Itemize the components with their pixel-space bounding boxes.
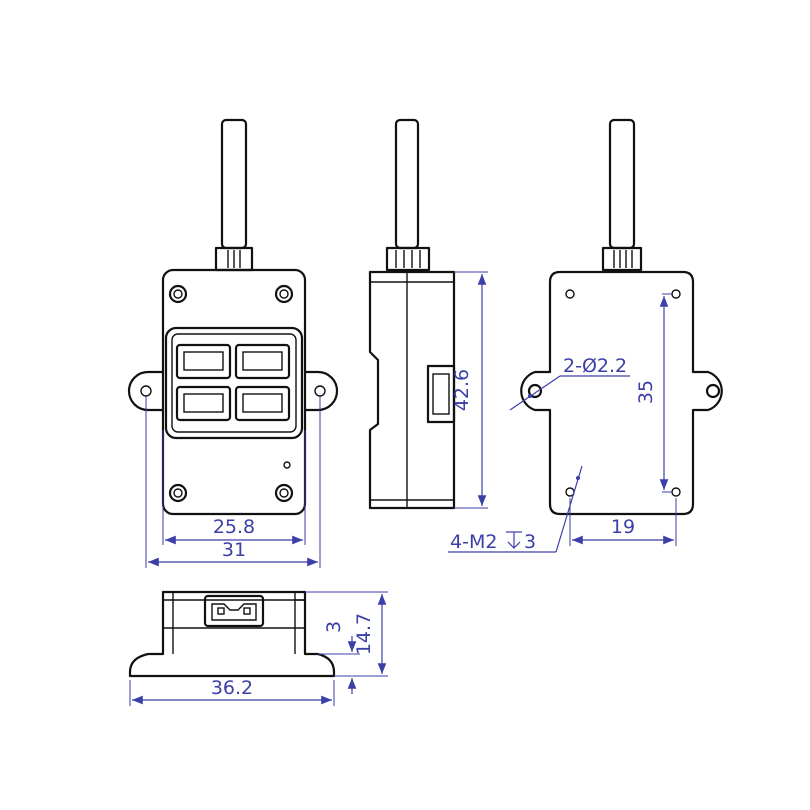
dim-hole-spacing-horizontal-label: 19 xyxy=(611,516,635,538)
side-body xyxy=(368,270,456,510)
front-connectors xyxy=(175,343,291,422)
dim-bottom-flange-height: 3 xyxy=(318,621,360,694)
dim-hole-spacing-vertical-label: 35 xyxy=(635,380,657,404)
dim-bottom-width: 36.2 xyxy=(129,677,335,706)
dim-inner-width-label: 25.8 xyxy=(213,516,255,538)
dim-overall-width-label: 31 xyxy=(222,539,246,561)
front-led-indicator xyxy=(283,461,291,469)
bottom-connector xyxy=(203,594,265,628)
front-left-ear-hole xyxy=(140,385,152,397)
dim-overall-width: 31 xyxy=(145,396,321,568)
callout-thread: 4-M2 3 xyxy=(448,465,583,553)
dim-inner-width: 25.8 xyxy=(162,430,306,545)
dim-hole-spacing-horizontal: 19 xyxy=(569,498,677,546)
back-cable xyxy=(601,118,643,272)
dim-bottom-total-height: 14.7 xyxy=(305,591,388,677)
callout-hole-diameter: 2-Ø2.2 xyxy=(509,355,630,411)
dim-hole-spacing-vertical: 35 xyxy=(635,293,672,493)
dim-side-height: 42.6 xyxy=(451,271,488,509)
dim-bottom-flange-height-label: 3 xyxy=(323,621,345,633)
front-body xyxy=(161,268,307,516)
front-view: 25.8 31 xyxy=(127,118,339,568)
front-screws xyxy=(168,284,294,503)
back-view: 2-Ø2.2 35 19 4-M2 3 xyxy=(448,118,723,553)
dim-side-height-label: 42.6 xyxy=(451,369,473,411)
bottom-view: 36.2 14.7 3 xyxy=(128,590,388,706)
depth-symbol-icon xyxy=(506,531,522,549)
back-body xyxy=(520,270,723,516)
dim-bottom-width-label: 36.2 xyxy=(211,677,253,699)
dim-bottom-total-height-label: 14.7 xyxy=(353,613,375,655)
side-connector xyxy=(426,364,456,424)
back-holes xyxy=(527,289,721,497)
front-cable xyxy=(214,118,254,272)
callout-hole-diameter-label: 2-Ø2.2 xyxy=(563,355,627,377)
front-right-ear-hole xyxy=(314,385,326,397)
side-view: 42.6 xyxy=(368,118,488,510)
front-left-ear xyxy=(127,370,164,412)
front-right-ear xyxy=(305,370,339,412)
side-cable xyxy=(385,118,431,272)
front-connector-frame xyxy=(164,326,304,440)
bottom-body xyxy=(128,590,336,678)
callout-thread-depth-label: 3 xyxy=(524,531,536,553)
callout-thread-label: 4-M2 xyxy=(450,531,497,553)
